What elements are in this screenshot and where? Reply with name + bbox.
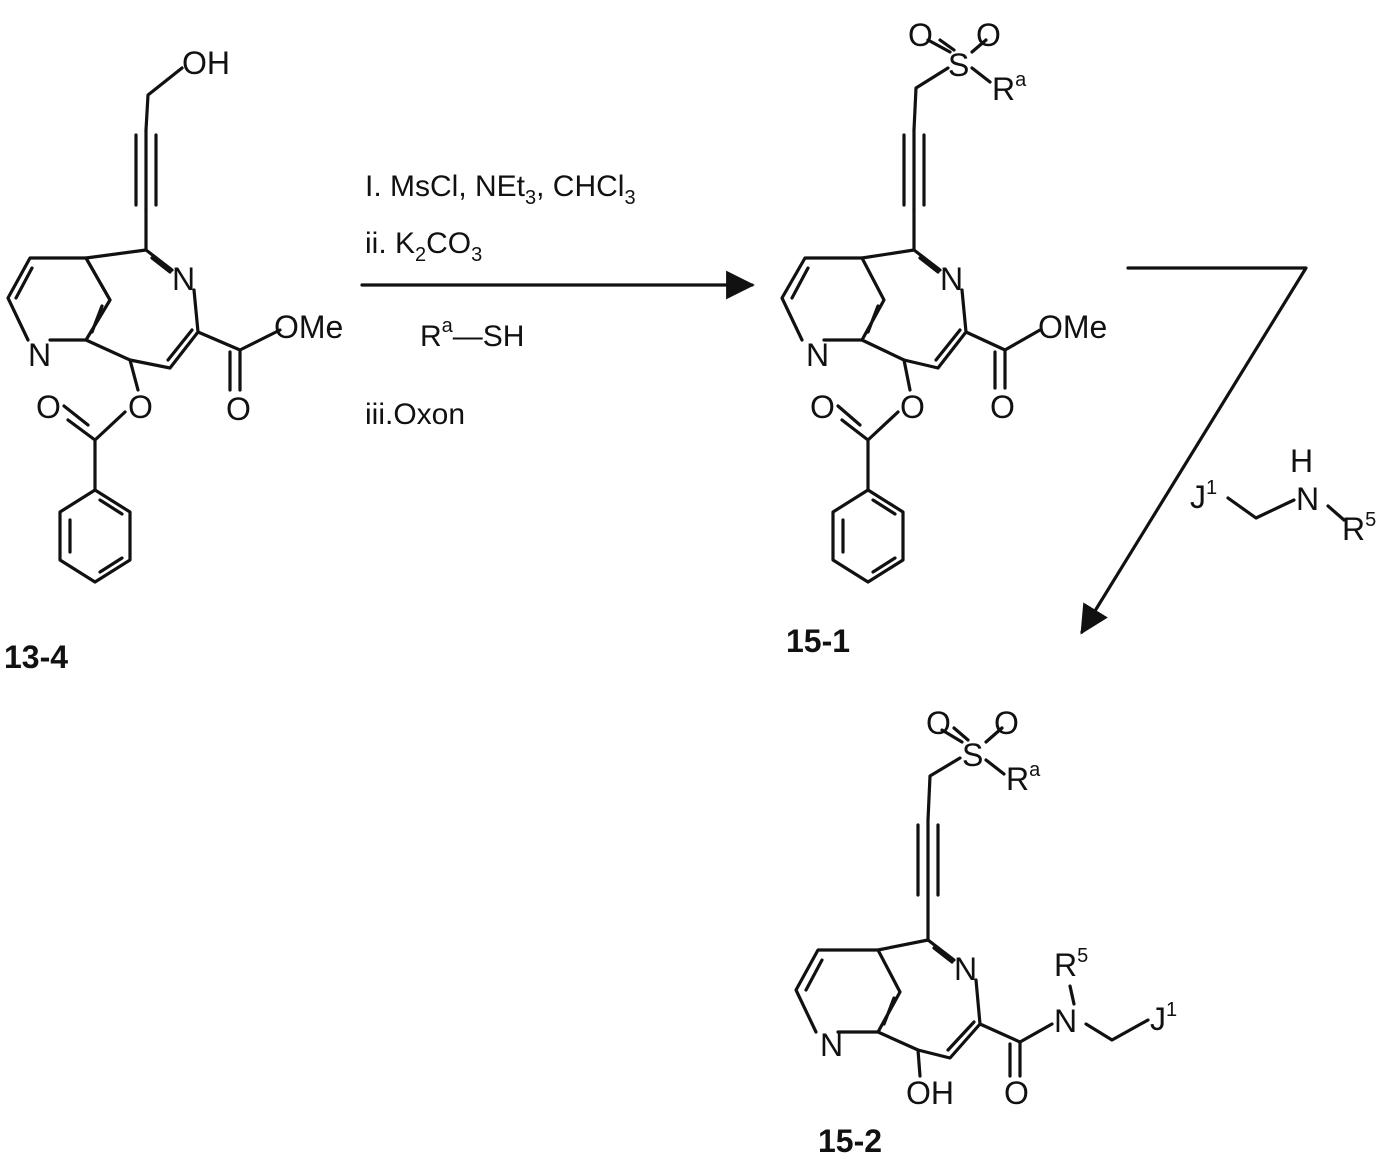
naphthyridine-left-ring — [796, 950, 900, 1032]
amide-n-label: N — [1054, 1003, 1077, 1039]
alkyne-triple-bond — [918, 820, 938, 900]
alkyne-triple-bond — [904, 130, 924, 210]
reaction-step-1: I. MsCl, NEt3, CHCl3 ii. K2CO3 Ra—SH iii… — [362, 170, 752, 431]
methoxy-label: OMe — [1038, 309, 1107, 345]
sulfonyl-o-label-right: O — [994, 705, 1019, 741]
sulfonyl-o-label-left: O — [926, 705, 951, 741]
ra-label: Ra — [992, 69, 1027, 107]
r5-label: R5 — [1342, 509, 1376, 547]
reagent-line-1: I. MsCl, NEt3, CHCl3 — [365, 170, 636, 209]
naphthyridine-left-ring — [782, 258, 884, 340]
methoxy-label: OMe — [274, 309, 343, 345]
benzoyl-group — [838, 406, 898, 490]
ring-n-label: N — [954, 951, 977, 987]
amine-n-label: N — [1296, 481, 1319, 517]
reaction-step-2: J1 H N R5 — [1082, 268, 1376, 632]
ring-n-label: N — [172, 261, 195, 297]
hydroxyl-bond — [918, 1050, 920, 1076]
n-substituents — [1070, 986, 1148, 1040]
benzoyl-o-label: O — [810, 389, 835, 425]
carbonyl-o-label: O — [226, 391, 251, 427]
benzoyl-o-label: O — [36, 389, 61, 425]
sulfonyl-o-label-left: O — [908, 17, 933, 53]
compound-15-2: O O S Ra N N R5 N J1 OH O 15-2 — [796, 705, 1177, 1159]
amine-h-label: H — [1290, 443, 1313, 479]
benzoate-link — [904, 360, 910, 390]
ester-o-label: O — [900, 389, 925, 425]
compound-id-15-2: 15-2 — [818, 1123, 882, 1159]
hydroxymethyl-chain — [146, 68, 182, 130]
sulfur-label: S — [962, 737, 983, 773]
reagent-line-3: iii.Oxon — [365, 398, 465, 431]
hydroxyl-label: OH — [182, 45, 230, 81]
compound-id-13-4: 13-4 — [4, 639, 68, 675]
pyridine-n-label: N — [28, 337, 51, 373]
thiol-reagent: Ra—SH — [420, 315, 524, 353]
amide-o-label: O — [1004, 1075, 1029, 1111]
sulfur-label: S — [948, 47, 969, 83]
ra-label: Ra — [1006, 759, 1041, 797]
ester-bond — [198, 330, 280, 390]
sulfonyl-o-label-right: O — [976, 17, 1001, 53]
benzoate-link — [130, 360, 138, 390]
reagent-line-2: ii. K2CO3 — [365, 227, 482, 266]
carbonyl-o-label: O — [990, 389, 1015, 425]
r5-label: R5 — [1054, 945, 1088, 983]
phenyl-ring — [833, 490, 903, 582]
compound-13-4: OH N N OMe O O O 13-4 — [4, 45, 343, 675]
phenyl-ring — [60, 490, 130, 582]
compound-15-1: O O S Ra N N OMe O O O 15-1 — [782, 17, 1107, 659]
reaction-arrow-2 — [1082, 268, 1306, 632]
amide-bond — [980, 1024, 1052, 1076]
amine-reagent-bonds — [1228, 498, 1344, 520]
alkyne-triple-bond — [136, 130, 156, 210]
pyridine-n-label: N — [806, 337, 829, 373]
ester-o-label: O — [128, 389, 153, 425]
pyridine-n-label: N — [820, 1027, 843, 1063]
ester-bond — [966, 330, 1040, 388]
ring-n-label: N — [940, 261, 963, 297]
compound-id-15-1: 15-1 — [786, 623, 850, 659]
benzoyl-group — [64, 406, 125, 490]
j1-label: J1 — [1150, 999, 1177, 1037]
hydroxyl-label: OH — [906, 1075, 954, 1111]
j1-label: J1 — [1190, 477, 1217, 515]
